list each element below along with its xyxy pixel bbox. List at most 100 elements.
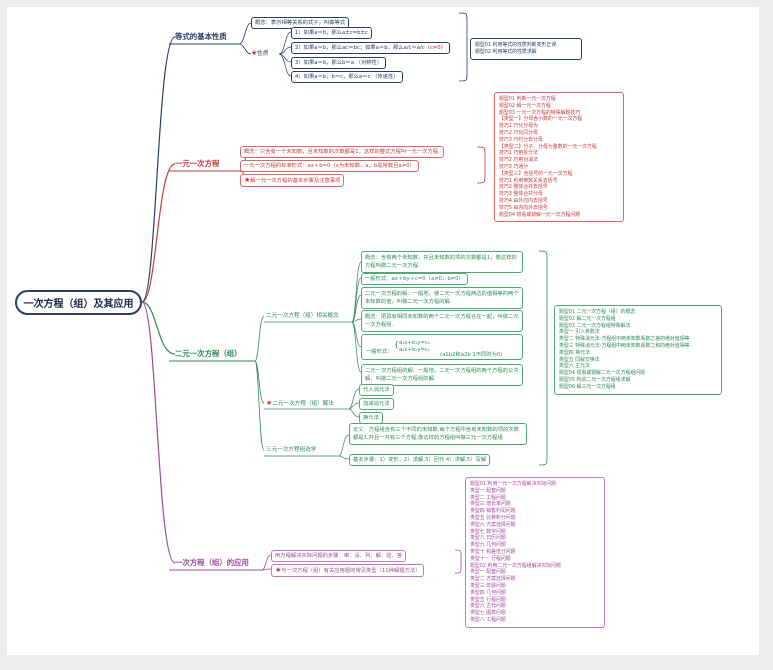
type-item: 类型十一 行程问题 [470, 555, 511, 562]
type-item: 题型04 错看或错解二元一次方程组问题 [559, 370, 646, 377]
type-item: 题型04 错看或错解一元一次方程问题 [499, 211, 581, 218]
type-item: 类型五 行程问题 [470, 596, 506, 603]
topic-linear-equation[interactable]: 一元一次方程 [175, 159, 220, 168]
binary-general-form[interactable]: 一般形式：ax＋by＋c=0（a≠0，b≠0） [361, 273, 468, 285]
branch-binary-concepts[interactable]: 二元一次方程（组）相关概念 [266, 313, 339, 319]
property-2-text: 2）如果a＝b，那么ac＝bc；如果a＝b，那么a/c＝a/c（ [295, 45, 430, 51]
solve-label: 二元一次方程（组）解法 [272, 401, 334, 407]
binary-system-solution[interactable]: 二元一次方程组的解：一般地，二元一次方程组的两个方程的公共解，叫做二元一次方程组… [361, 364, 523, 386]
type-item: 类型二 方案选择问题 [470, 576, 516, 583]
application-types-label: 与一次方程（组）有关应用题的常见类型（11种解题方法） [281, 568, 421, 574]
type-item: 类型四 几何问题 [470, 589, 506, 596]
type-item: 题型03 二元一次方程组特殊解法 [559, 322, 631, 329]
type-item: 题型06 解三元一次方程组 [559, 383, 616, 390]
root-topic[interactable]: 一次方程（组）及其应用 [15, 290, 142, 315]
type-item: 类型八 日历问题 [470, 535, 506, 542]
type-item: 题型01 判断一元一次方程 [499, 96, 556, 102]
type-item: 类型六 方案选择问题 [470, 521, 516, 528]
type-item: 类型一 配套问题 [470, 569, 506, 576]
application-types[interactable]: ★与一次方程（组）有关应用题的常见类型（11种解题方法） [271, 564, 425, 577]
system-line-2: a₂x+b₂y=c₂ [399, 347, 431, 353]
three-variable-steps[interactable]: 基本步骤：1）变形，2）求解,3）回代 4）求解,5）写解 [349, 454, 491, 466]
property-2-condition: c≠0 [429, 45, 441, 51]
type-item: 类型三 年龄问题 [470, 582, 506, 589]
type-item: 类型六 古代问题 [470, 603, 506, 610]
general-form-label: 一般形式： [366, 349, 393, 355]
type-item: 类型四 换元法 [559, 349, 590, 356]
type-item: 题型02 利用二元一次方程组解决实际问题 [470, 562, 561, 569]
type-item: 【类型三】含括号的一元一次方程 [499, 170, 573, 177]
binary-equation-solution[interactable]: 二元一次方程的解：一般地，使二元一次方程两边的值相等的两个未知数的值，叫做二元一… [361, 287, 523, 309]
type-item: 题型01 利用一元一次方程解决实际问题 [470, 481, 557, 487]
type-item: 技巧3 巧通分 [499, 163, 529, 170]
type-item: 题型02 利用等式的性质求解 [475, 48, 537, 55]
type-item: 技巧2 巧化同分母 [499, 129, 538, 136]
brace-icon: { [394, 340, 400, 349]
type-item: 题型02 解二元一次方程组 [559, 315, 616, 322]
type-item: 类型一 引入参数法 [559, 329, 600, 336]
type-item: 题型01 利用等式的性质判断变形正误 [475, 42, 557, 48]
property-1[interactable]: 1）如果a＝b，那么a±c=b±c [291, 27, 372, 39]
type-item: 类型三 增长率问题 [470, 501, 511, 508]
type-item: 技巧1 巧用拆分法 [499, 150, 538, 157]
property-label: 性质 [257, 51, 269, 57]
star-icon: ★ [244, 176, 251, 184]
property-node[interactable]: ★性质 [251, 48, 268, 59]
binary-system-general-form[interactable]: 一般形式： { a₁x+b₁y=c₁ a₂x+b₂y=c₂ (a1b2和a2b … [361, 334, 523, 360]
type-item: 类型七 图表问题 [470, 610, 506, 617]
type-item: 技巧1 巧化分母为 [499, 123, 538, 130]
type-item: 类型八 工程问题 [470, 616, 506, 623]
linear-equation-steps[interactable]: ★解一元一次方程的基本步骤及注意事项 [240, 174, 345, 187]
type-item: 类型二 工程问题 [470, 494, 506, 501]
property-2-end: ） [440, 45, 446, 51]
system-line-1: a₁x+b₁y=c₁ [399, 340, 431, 346]
type-item: 【类型一】分母含小数的一元一次方程 [499, 116, 583, 123]
type-item: 题型03 一元一次方程的特殊解题技巧 [499, 109, 581, 116]
linear-equation-standard-form[interactable]: 一元一次方程的标准形式：ax＋b=0（x为未知数，a、b是常数且a≠0） [240, 160, 419, 172]
type-item: 题型05 构造二元一次方程组求解 [559, 376, 631, 383]
types-box-1[interactable]: 题型01 利用等式的性质判断变形正误 题型02 利用等式的性质求解 [470, 38, 582, 60]
topic-equation-properties[interactable]: 等式的基本性质 [175, 32, 227, 41]
type-item: 类型六 主元法 [559, 363, 590, 370]
property-3[interactable]: 3）如果a＝b，那么b＝a （对称性） [291, 57, 387, 69]
star-icon: ★ [266, 399, 273, 407]
type-item: 类型五 比赛积分问题 [470, 514, 516, 521]
type-item: 题型01 二元一次方程（组）的概念 [559, 309, 636, 315]
connector-lines [141, 12, 548, 574]
branch-binary-solve[interactable]: ★二元一次方程（组）解法 [266, 398, 334, 409]
method-substitution[interactable]: 代入消元法 [359, 384, 394, 396]
star-icon: ★ [251, 49, 258, 57]
type-item: 技巧2 整体合并去括号 [499, 184, 548, 191]
binary-system-concept[interactable]: 概念：把具有相同未知数的两个二元一次方程合在一起，叫做二元一次方程组. [361, 310, 523, 332]
type-item: 技巧1 利用倒数关系去括号 [499, 177, 558, 184]
topic-application[interactable]: 一次方程（组）的应用 [175, 558, 249, 567]
property-4[interactable]: 4）如果a＝b，b＝c，那么a＝c （传递性） [291, 71, 403, 83]
property-2[interactable]: 2）如果a＝b，那么ac＝bc；如果a＝b，那么a/c＝a/c（c≠0） [291, 42, 450, 54]
types-box-3[interactable]: 题型01 二元一次方程（组）的概念题型02 解二元一次方程组题型03 二元一次方… [554, 305, 722, 395]
type-item: 技巧5 由内向外去括号 [499, 204, 548, 211]
linear-equation-concept[interactable]: 概念：只含有一个未知数，且未知数的次数都是1，这样的整式方程叫一元一次方程. [240, 146, 444, 158]
branch-three-variable[interactable]: 三元一次方程组选学 [266, 447, 317, 453]
type-item: 题型02 解一元一次方程 [499, 102, 551, 109]
type-item: 类型四 销售利润问题 [470, 508, 516, 515]
topic-binary-equation[interactable]: 二元一次方程（组） [175, 349, 242, 358]
binary-equation-concept[interactable]: 概念：含有两个未知数，并且未知数的项的次数都是1，像这样的方程叫做二元一次方程. [361, 251, 523, 273]
application-steps[interactable]: 用方程解决实际问题的步骤：审、设、列、解、验、答 [271, 550, 407, 562]
type-item: 类型七 数字问题 [470, 528, 506, 535]
star-icon: ★ [275, 566, 282, 574]
type-item: 类型一 配套问题 [470, 487, 506, 494]
type-item: 类型五 同解交换法 [559, 356, 600, 363]
mindmap-canvas: 一次方程（组）及其应用 等式的基本性质 概念：表示相等关系的式子，叫做等式 ★性… [7, 7, 759, 655]
type-item: 技巧3 巧约分去分母 [499, 136, 543, 143]
type-item: 技巧2 巧用对消法 [499, 157, 538, 164]
types-box-4[interactable]: 题型01 利用一元一次方程解决实际问题类型一 配套问题类型二 工程问题类型三 增… [465, 477, 605, 628]
steps-label: 解一元一次方程的基本步骤及注意事项 [250, 178, 341, 184]
type-item: 技巧4 由外向内去括号 [499, 197, 548, 204]
type-item: 技巧3 整体合并分母 [499, 191, 543, 198]
type-item: 类型三 特殊消元法-方程组中两未知数系数之和的绝对值相等 [559, 342, 690, 349]
type-item: 类型九 几何问题 [470, 542, 506, 549]
type-item: 【类型二】分子、分母为整数的一元一次方程 [499, 143, 597, 150]
method-elimination[interactable]: 加减消元法 [359, 398, 394, 410]
three-variable-definition[interactable]: 定义：方程组含有三个不同的未知数,每个方程中含有未知数的项的次数都是1,并且一共… [349, 423, 527, 445]
types-box-2[interactable]: 题型01 判断一元一次方程题型02 解一元一次方程题型03 一元一次方程的特殊解… [494, 92, 624, 223]
